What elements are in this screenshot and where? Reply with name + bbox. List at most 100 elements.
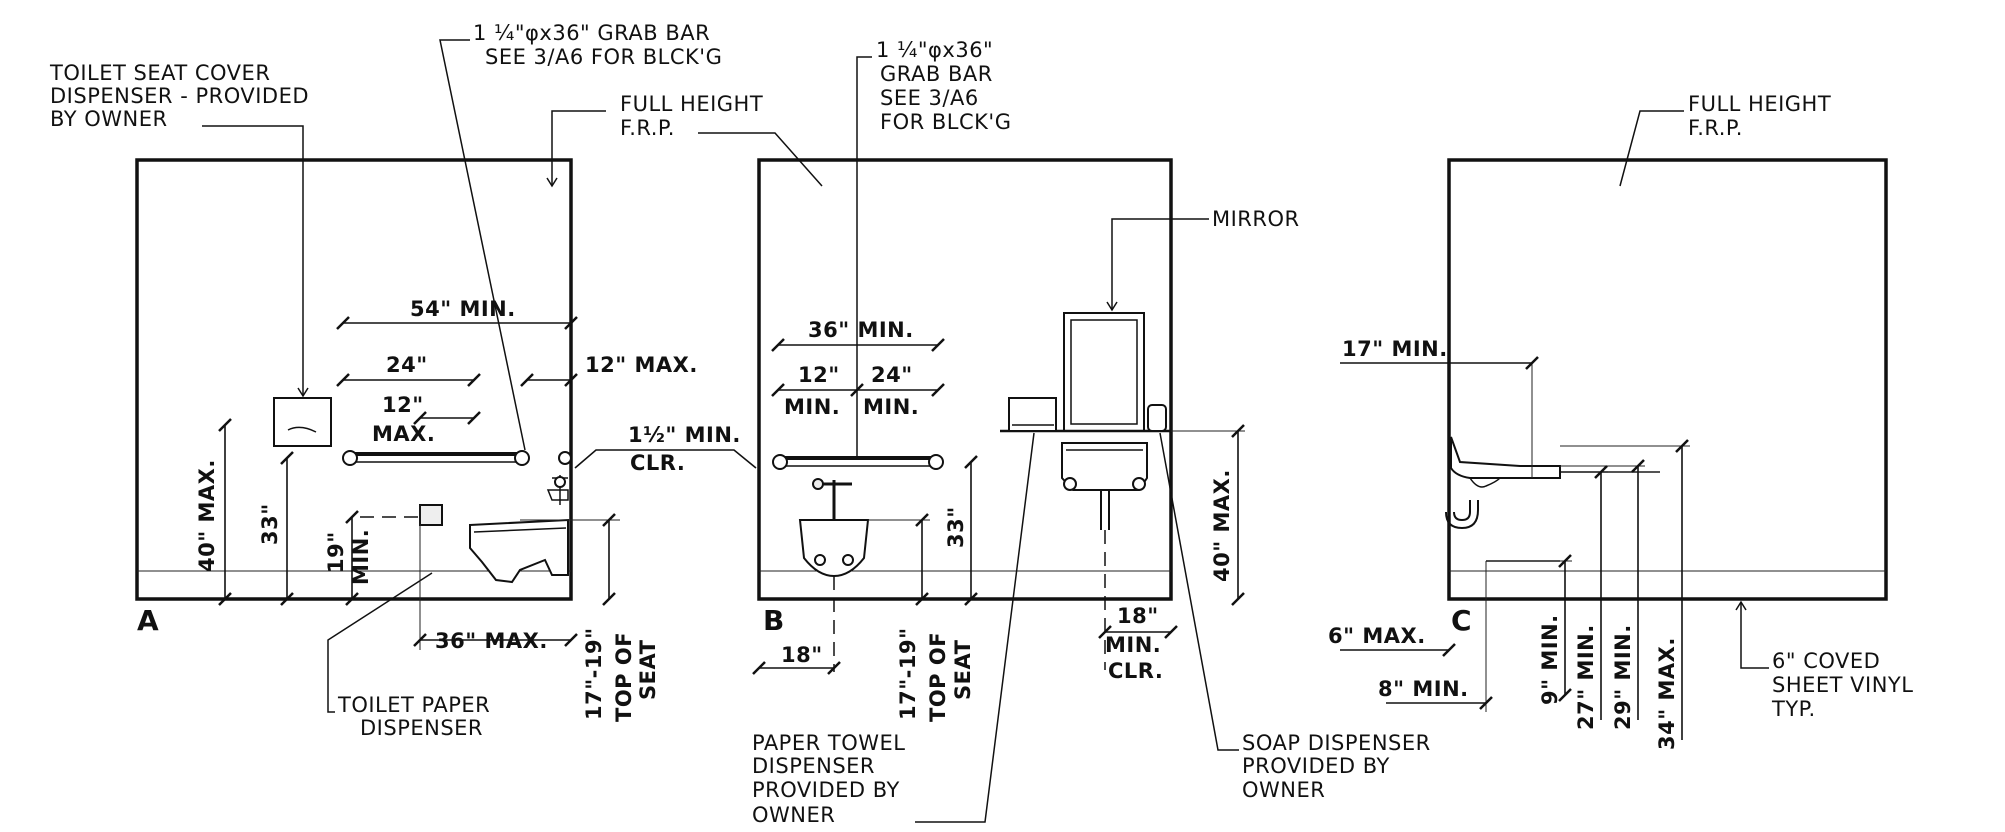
dim-label-seat-a: SEAT (636, 639, 660, 700)
note-frp-c-2: F.R.P. (1688, 116, 1743, 140)
wall-c (1447, 158, 1888, 601)
labels: A B C TOILET SEAT COVER DISPENSER - PROV… (49, 21, 1913, 827)
seat-cover-slot (287, 426, 317, 433)
note-coved-2: SHEET VINYL (1772, 673, 1913, 697)
dim-label-12-max: 12" MAX. (585, 353, 698, 377)
note-grab-bar-a-2: SEE 3/A6 FOR BLCK'G (485, 45, 722, 69)
dim-label-18-b: 18" (781, 643, 823, 667)
leader-paper-towel (915, 432, 1035, 823)
leader-soap (1159, 432, 1239, 751)
note-frp-c-1: FULL HEIGHT (1688, 92, 1831, 116)
dim-label-19: 19" (324, 531, 348, 573)
arrow-coved (1735, 600, 1747, 611)
note-paper-towel-4: OWNER (752, 803, 835, 827)
p-trap-inner (1453, 500, 1471, 522)
arrow-mirror (1106, 301, 1118, 312)
note-soap-2: PROVIDED BY (1242, 754, 1390, 778)
dim-label-24-a: 24" (386, 353, 428, 377)
toilet-a (469, 518, 569, 584)
elevation-a-label: A (137, 604, 159, 637)
soap-dispenser (1147, 404, 1167, 432)
dimension-lines (224, 322, 1690, 740)
note-seat-cover-1: TOILET SEAT COVER (49, 61, 270, 85)
dim-label-12-b: 12" (798, 363, 840, 387)
dim-label-8-min: 8" MIN. (1378, 677, 1469, 701)
note-grab-bar-a-1: 1 ¼"φx36" GRAB BAR (473, 21, 710, 45)
toilet-seat-line (473, 527, 567, 533)
note-grab-bar-b-3: SEE 3/A6 (880, 86, 979, 110)
arrow-seat-cover (297, 387, 309, 398)
note-toilet-paper-2: DISPENSER (360, 716, 483, 740)
dim-label-6-max: 6" MAX. (1328, 624, 1426, 648)
grab-bar-b-flange-left (772, 454, 788, 470)
note-frp-a-2: F.R.P. (620, 116, 675, 140)
leader-grab-bar-a (439, 39, 526, 451)
grab-bar-flange-left (342, 450, 358, 466)
note-coved-3: TYP. (1771, 697, 1816, 721)
urinal-bolt-right (842, 554, 854, 566)
elevation-a (135, 158, 573, 601)
note-seat-cover-3: BY OWNER (50, 107, 168, 131)
note-grab-bar-b-4: FOR BLCK'G (880, 110, 1011, 134)
note-paper-towel-3: PROVIDED BY (752, 778, 900, 802)
dim-label-top-of-a: TOP OF (612, 632, 636, 722)
dim-label-12-a: 12" (382, 393, 424, 417)
dim-label-40-max-a: 40" MAX. (195, 459, 219, 572)
wall-b (757, 158, 1173, 601)
note-paper-towel-1: PAPER TOWEL (752, 731, 905, 755)
note-frp-a-1: FULL HEIGHT (620, 92, 763, 116)
dim-label-min-word: MIN. (349, 529, 373, 585)
grab-bar-flange-right (514, 450, 530, 466)
note-grab-bar-b-1: 1 ¼"φx36" (876, 38, 993, 62)
leader-frp-a (551, 110, 606, 186)
elevation-c-label: C (1451, 604, 1472, 637)
dim-label-seat-range-b: 17"-19" (896, 627, 920, 720)
urinal (798, 519, 870, 578)
dim-label-24-b: 24" (871, 363, 913, 387)
dim-label-sink-clr: CLR. (1108, 659, 1163, 683)
arrow-frp-a (546, 177, 558, 188)
dim-label-36-min: 36" MIN. (808, 318, 914, 342)
elevation-b (757, 158, 1173, 672)
dim-label-29-min: 29" MIN. (1611, 624, 1635, 730)
note-toilet-paper-1: TOILET PAPER (337, 693, 490, 717)
note-seat-cover-2: DISPENSER - PROVIDED (50, 84, 309, 108)
dim-label-18-sink: 18" (1117, 604, 1159, 628)
dim-label-min-b-b: MIN. (863, 395, 919, 419)
faucet-curve (1469, 477, 1501, 488)
note-paper-towel-2: DISPENSER (752, 754, 875, 778)
urinal-bolt-left (814, 554, 826, 566)
dim-label-17-min: 17" MIN. (1342, 337, 1448, 361)
dim-clr (574, 449, 757, 469)
dim-label-9-min: 9" MIN. (1538, 614, 1562, 705)
note-grab-bar-b-2: GRAB BAR (880, 62, 993, 86)
mirror-inner (1070, 319, 1138, 425)
note-mirror: MIRROR (1212, 207, 1300, 231)
sink-bolt-left (1063, 477, 1077, 491)
dim-label-top-of-b: TOP OF (926, 632, 950, 722)
elevation-b-label: B (763, 604, 784, 637)
leader-frp-c (1619, 110, 1684, 187)
elevation-c (1445, 158, 1888, 601)
p-trap (1445, 500, 1479, 530)
dim-label-max-word: MAX. (372, 422, 435, 446)
leader-frp-b (698, 132, 823, 187)
paper-towel-dispenser (1008, 397, 1057, 432)
leader-grab-bar-b (856, 56, 872, 458)
dim-label-33-b: 33" (944, 506, 968, 548)
flush-handle-a (554, 476, 566, 488)
flush-handle-b (812, 478, 824, 490)
dim-label-27-min: 27" MIN. (1574, 624, 1598, 730)
dim-label-min-b-a: MIN. (784, 395, 840, 419)
mirror (1063, 312, 1145, 432)
leader-seat-cover (202, 125, 304, 396)
dimension-ticks (218, 316, 1689, 710)
leader-coved (1740, 602, 1769, 669)
dim-label-54-min: 54" MIN. (410, 297, 516, 321)
tick-marks (218, 316, 1689, 710)
leader-mirror (1111, 218, 1209, 310)
grab-bar-back-end (558, 451, 572, 465)
seat-cover-dispenser (273, 397, 332, 447)
